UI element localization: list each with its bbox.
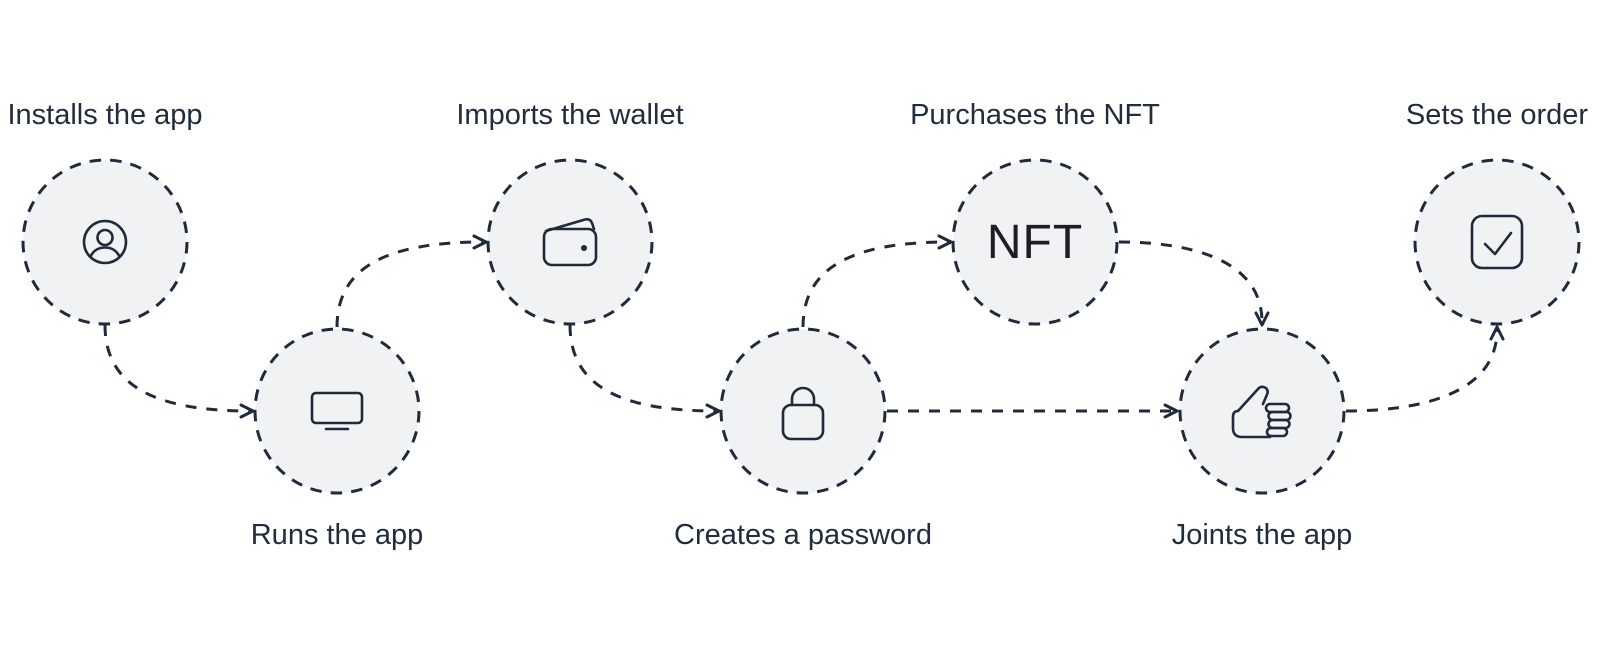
node-installs-app: Installs the app [7,99,203,326]
node-circle [21,158,189,326]
node-label: Installs the app [7,99,203,131]
node-creates-password: Creates a password [674,327,932,551]
node-label: Purchases the NFT [910,99,1160,131]
node-purchases-nft: NFT Purchases the NFT [910,99,1160,326]
user-circle-icon [73,210,137,274]
connector-nft-to-joints [1118,240,1270,327]
thumbs-up-icon [1230,379,1294,443]
connector-runs-to-imports [335,234,488,328]
node-label: Runs the app [250,519,424,551]
monitor-icon [305,379,369,443]
node-circle [951,158,1119,326]
check-square-icon [1465,210,1529,274]
node-imports-wallet: Imports the wallet [456,99,684,326]
node-runs-app: Runs the app [251,327,423,551]
lock-icon [771,379,835,443]
node-joints-app: Joints the app [1172,327,1352,551]
connector-joints-to-order [1345,325,1505,413]
node-label: Imports the wallet [456,99,684,131]
connector-imports-to-password [568,324,721,419]
node-circle [1413,158,1581,326]
wallet-icon [538,210,602,274]
node-circle [719,327,887,495]
node-circle [486,158,654,326]
node-label: Joints the app [1171,519,1353,551]
node-sets-order: Sets the order [1406,99,1588,326]
connector-installs-to-runs [103,324,255,419]
node-label: Creates a password [674,519,932,551]
node-circle [253,327,421,495]
node-circle [1178,327,1346,495]
node-label: Sets the order [1405,99,1589,131]
connector-password-to-nft [801,234,953,328]
nft-label: NFT [986,215,1084,269]
